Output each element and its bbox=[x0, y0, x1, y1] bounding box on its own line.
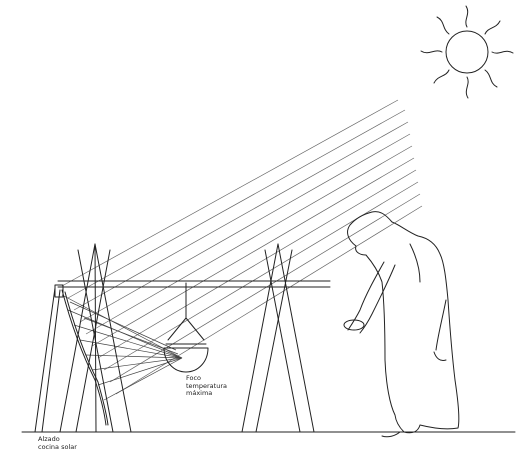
elevation-caption: Alzado cocina solar bbox=[38, 436, 77, 451]
focus-caption-line-3: máxima bbox=[186, 390, 227, 398]
elevation-caption-line-2: cocina solar bbox=[38, 444, 77, 452]
reflector-frame bbox=[35, 285, 108, 432]
right-tripod bbox=[242, 244, 314, 432]
sun-rays bbox=[62, 100, 422, 394]
person-figure bbox=[344, 212, 459, 437]
sun-icon bbox=[421, 6, 513, 98]
focus-caption: Foco temperatura máxima bbox=[186, 375, 227, 398]
hanging-pot bbox=[164, 283, 208, 372]
left-tripod bbox=[60, 244, 131, 432]
